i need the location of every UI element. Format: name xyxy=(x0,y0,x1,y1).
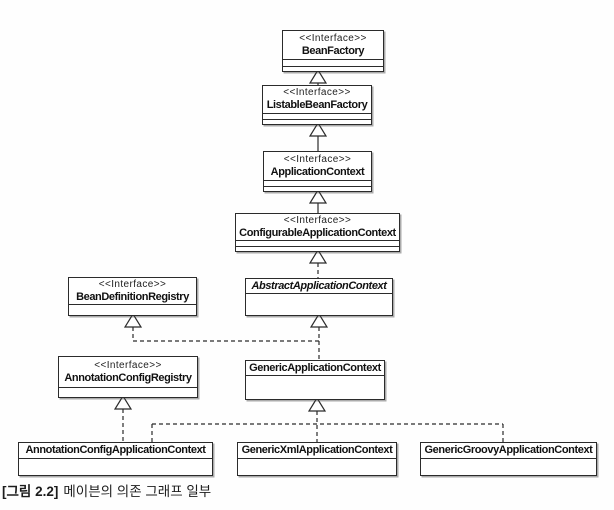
generalization-listablebeanfactory-beanfactory xyxy=(308,68,328,85)
class-name: GenericXmlApplicationContext xyxy=(241,444,393,456)
operations-compartment xyxy=(283,66,383,71)
stereotype-label: <<Interface>> xyxy=(283,87,351,98)
name-compartment: <<Interface>> ApplicationContext xyxy=(264,152,371,180)
members-compartment xyxy=(421,458,596,475)
stereotype-label: <<Interface>> xyxy=(283,153,352,165)
uml-class-configurable-application-context: <<Interface>> ConfigurableApplicationCon… xyxy=(235,213,400,252)
name-compartment: GenericXmlApplicationContext xyxy=(238,443,396,458)
generalization-configurableapplicationcontext-applicationcontext xyxy=(308,188,328,213)
name-compartment: AbstractApplicationContext xyxy=(246,279,392,293)
stereotype-label: <<Interface>> xyxy=(98,278,167,290)
name-compartment: <<Interface>> BeanFactory xyxy=(283,31,383,59)
members-compartment xyxy=(59,387,197,397)
members-compartment xyxy=(238,458,396,475)
uml-class-listable-bean-factory: <<Interface>> ListableBeanFactory xyxy=(262,85,372,125)
class-name: ListableBeanFactory xyxy=(266,99,368,111)
stereotype-label: <<Interface>> xyxy=(283,214,352,226)
name-compartment: GenericGroovyApplicationContext xyxy=(421,443,596,458)
attributes-compartment xyxy=(264,180,371,186)
attributes-compartment xyxy=(236,240,399,246)
uml-class-generic-groovy-application-context: GenericGroovyApplicationContext xyxy=(420,442,597,476)
name-compartment: GenericApplicationContext xyxy=(246,361,384,375)
class-name: BeanFactory xyxy=(301,44,365,57)
class-name: AnnotationConfigApplicationContext xyxy=(25,444,206,456)
realization-annotationconfigapplicationcontext-annotationconfigregistry xyxy=(113,394,133,442)
members-compartment xyxy=(19,458,212,475)
class-name: AnnotationConfigRegistry xyxy=(64,371,192,384)
members-compartment xyxy=(69,304,196,315)
realization-genericapplicationcontext-abstractapplicationcontext xyxy=(309,312,329,360)
name-compartment: <<Interface>> BeanDefinitionRegistry xyxy=(69,278,196,304)
members-compartment xyxy=(246,375,384,399)
name-compartment: <<Interface>> AnnotationConfigRegistry xyxy=(59,357,197,387)
uml-class-generic-application-context: GenericApplicationContext xyxy=(245,360,385,400)
generalization-applicationcontext-listablebeanfactory xyxy=(308,121,328,151)
uml-class-annotation-config-application-context: AnnotationConfigApplicationContext xyxy=(18,442,213,476)
attributes-compartment xyxy=(263,113,371,119)
figure-caption: [그림 2.2] 메이븐의 의존 그래프 일부 xyxy=(2,483,211,500)
realization-children-genericapplicationcontext xyxy=(151,396,504,442)
uml-class-bean-definition-registry: <<Interface>> BeanDefinitionRegistry xyxy=(68,277,197,316)
class-name: BeanDefinitionRegistry xyxy=(76,290,189,303)
realization-genericapplicationcontext-beandefinitionregistry xyxy=(123,312,319,342)
uml-class-bean-factory: <<Interface>> BeanFactory xyxy=(282,30,384,72)
figure-caption-number: [그림 2.2] xyxy=(2,484,59,499)
name-compartment: AnnotationConfigApplicationContext xyxy=(19,443,212,458)
class-name: GenericApplicationContext xyxy=(249,361,381,374)
name-compartment: <<Interface>> ConfigurableApplicationCon… xyxy=(236,214,399,240)
name-compartment: <<Interface>> ListableBeanFactory xyxy=(263,86,371,113)
uml-class-abstract-application-context: AbstractApplicationContext xyxy=(245,278,393,316)
uml-class-generic-xml-application-context: GenericXmlApplicationContext xyxy=(237,442,397,476)
attributes-compartment xyxy=(283,59,383,66)
realization-abstractapplicationcontext-configurableapplicationcontext xyxy=(308,248,328,278)
operations-compartment xyxy=(236,246,399,251)
stereotype-label: <<Interface>> xyxy=(299,32,367,44)
operations-compartment xyxy=(263,119,371,124)
class-name: ApplicationContext xyxy=(270,165,365,178)
class-name: AbstractApplicationContext xyxy=(251,279,387,292)
class-name: ConfigurableApplicationContext xyxy=(239,226,396,239)
uml-class-application-context: <<Interface>> ApplicationContext xyxy=(263,151,372,192)
uml-class-annotation-config-registry: <<Interface>> AnnotationConfigRegistry xyxy=(58,356,198,398)
stereotype-label: <<Interface>> xyxy=(94,359,162,371)
operations-compartment xyxy=(264,186,371,191)
figure-caption-text: 메이븐의 의존 그래프 일부 xyxy=(63,484,212,499)
class-name: GenericGroovyApplicationContext xyxy=(424,444,593,456)
members-compartment xyxy=(246,293,392,315)
